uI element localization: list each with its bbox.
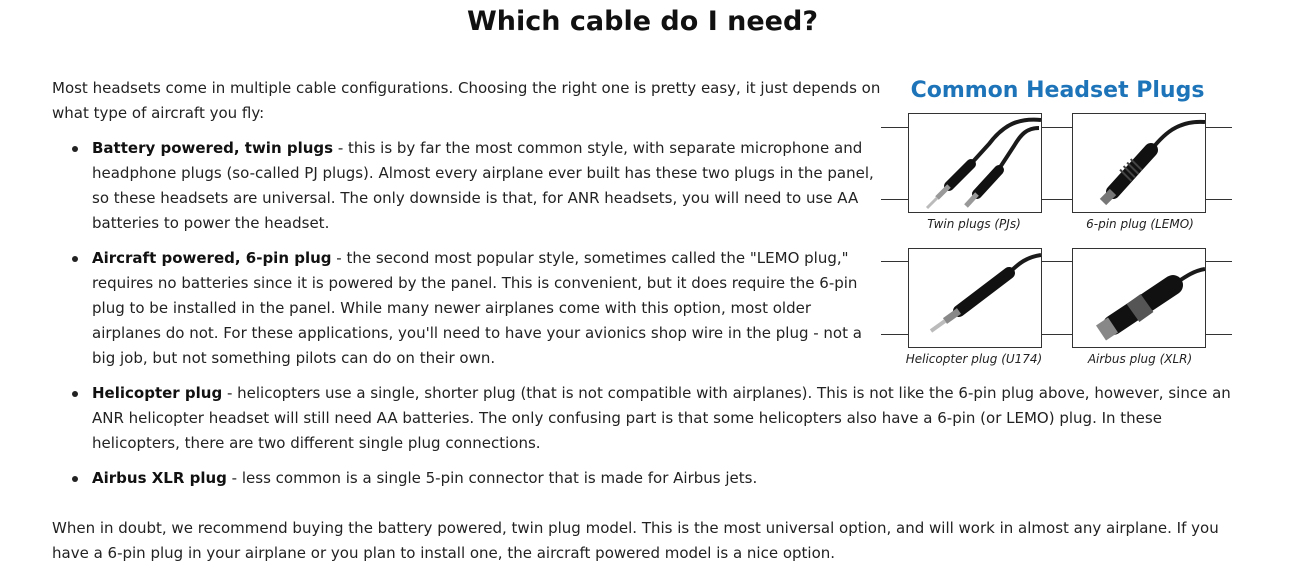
- bullet-icon: [72, 256, 78, 262]
- plug-image-lemo: [1072, 113, 1206, 213]
- item-heading: Airbus XLR plug: [92, 469, 227, 487]
- item-body: - the second most popular style, sometim…: [92, 249, 862, 367]
- cable-options-list: Battery powered, twin plugs - this is by…: [52, 136, 1242, 501]
- lemo-plug-icon: [1099, 119, 1205, 206]
- outro-paragraph: When in doubt, we recommend buying the b…: [52, 519, 1219, 562]
- helicopter-plug-icon: [929, 253, 1041, 333]
- plug-image-xlr: [1072, 248, 1206, 348]
- divider-line: [1206, 127, 1232, 128]
- divider-line: [1042, 127, 1072, 128]
- divider-line: [881, 334, 908, 335]
- item-heading: Battery powered, twin plugs: [92, 139, 334, 157]
- divider-line: [1206, 261, 1232, 262]
- plug-caption-lemo: 6-pin plug (LEMO): [1086, 217, 1194, 231]
- list-item-airbus-xlr: Airbus XLR plug - less common is a singl…: [52, 466, 1242, 491]
- divider-line: [881, 127, 908, 128]
- divider-line: [1206, 334, 1232, 335]
- item-heading: Helicopter plug: [92, 384, 223, 402]
- item-body: - helicopters use a single, shorter plug…: [92, 384, 1231, 452]
- divider-line: [1206, 199, 1232, 200]
- page-title: Which cable do I need?: [467, 6, 818, 37]
- plug-image-twin: [908, 113, 1042, 213]
- divider-line: [881, 199, 908, 200]
- xlr-plug-icon: [1096, 267, 1205, 341]
- bullet-icon: [72, 146, 78, 152]
- list-item-six-pin: Aircraft powered, 6-pin plug - the secon…: [52, 246, 882, 371]
- plug-image-helicopter: [908, 248, 1042, 348]
- plug-caption-helicopter: Helicopter plug (U174): [905, 352, 1043, 366]
- item-heading: Aircraft powered, 6-pin plug: [92, 249, 332, 267]
- list-item-helicopter: Helicopter plug - helicopters use a sing…: [52, 381, 1242, 456]
- intro-paragraph: Most headsets come in multiple cable con…: [52, 79, 881, 122]
- plug-caption-twin: Twin plugs (PJs): [927, 217, 1021, 231]
- divider-line: [881, 261, 908, 262]
- item-body: - this is by far the most common style, …: [92, 139, 874, 232]
- list-item-twin-plugs: Battery powered, twin plugs - this is by…: [52, 136, 882, 236]
- twin-plug-icon: [925, 117, 1041, 210]
- plug-caption-xlr: Airbus plug (XLR): [1087, 352, 1193, 366]
- divider-line: [1042, 334, 1072, 335]
- bullet-icon: [72, 476, 78, 482]
- bullet-icon: [72, 391, 78, 397]
- divider-line: [1042, 199, 1072, 200]
- divider-line: [1042, 261, 1072, 262]
- figure-title: Common Headset Plugs: [910, 78, 1205, 103]
- item-body: - less common is a single 5-pin connecto…: [226, 469, 758, 487]
